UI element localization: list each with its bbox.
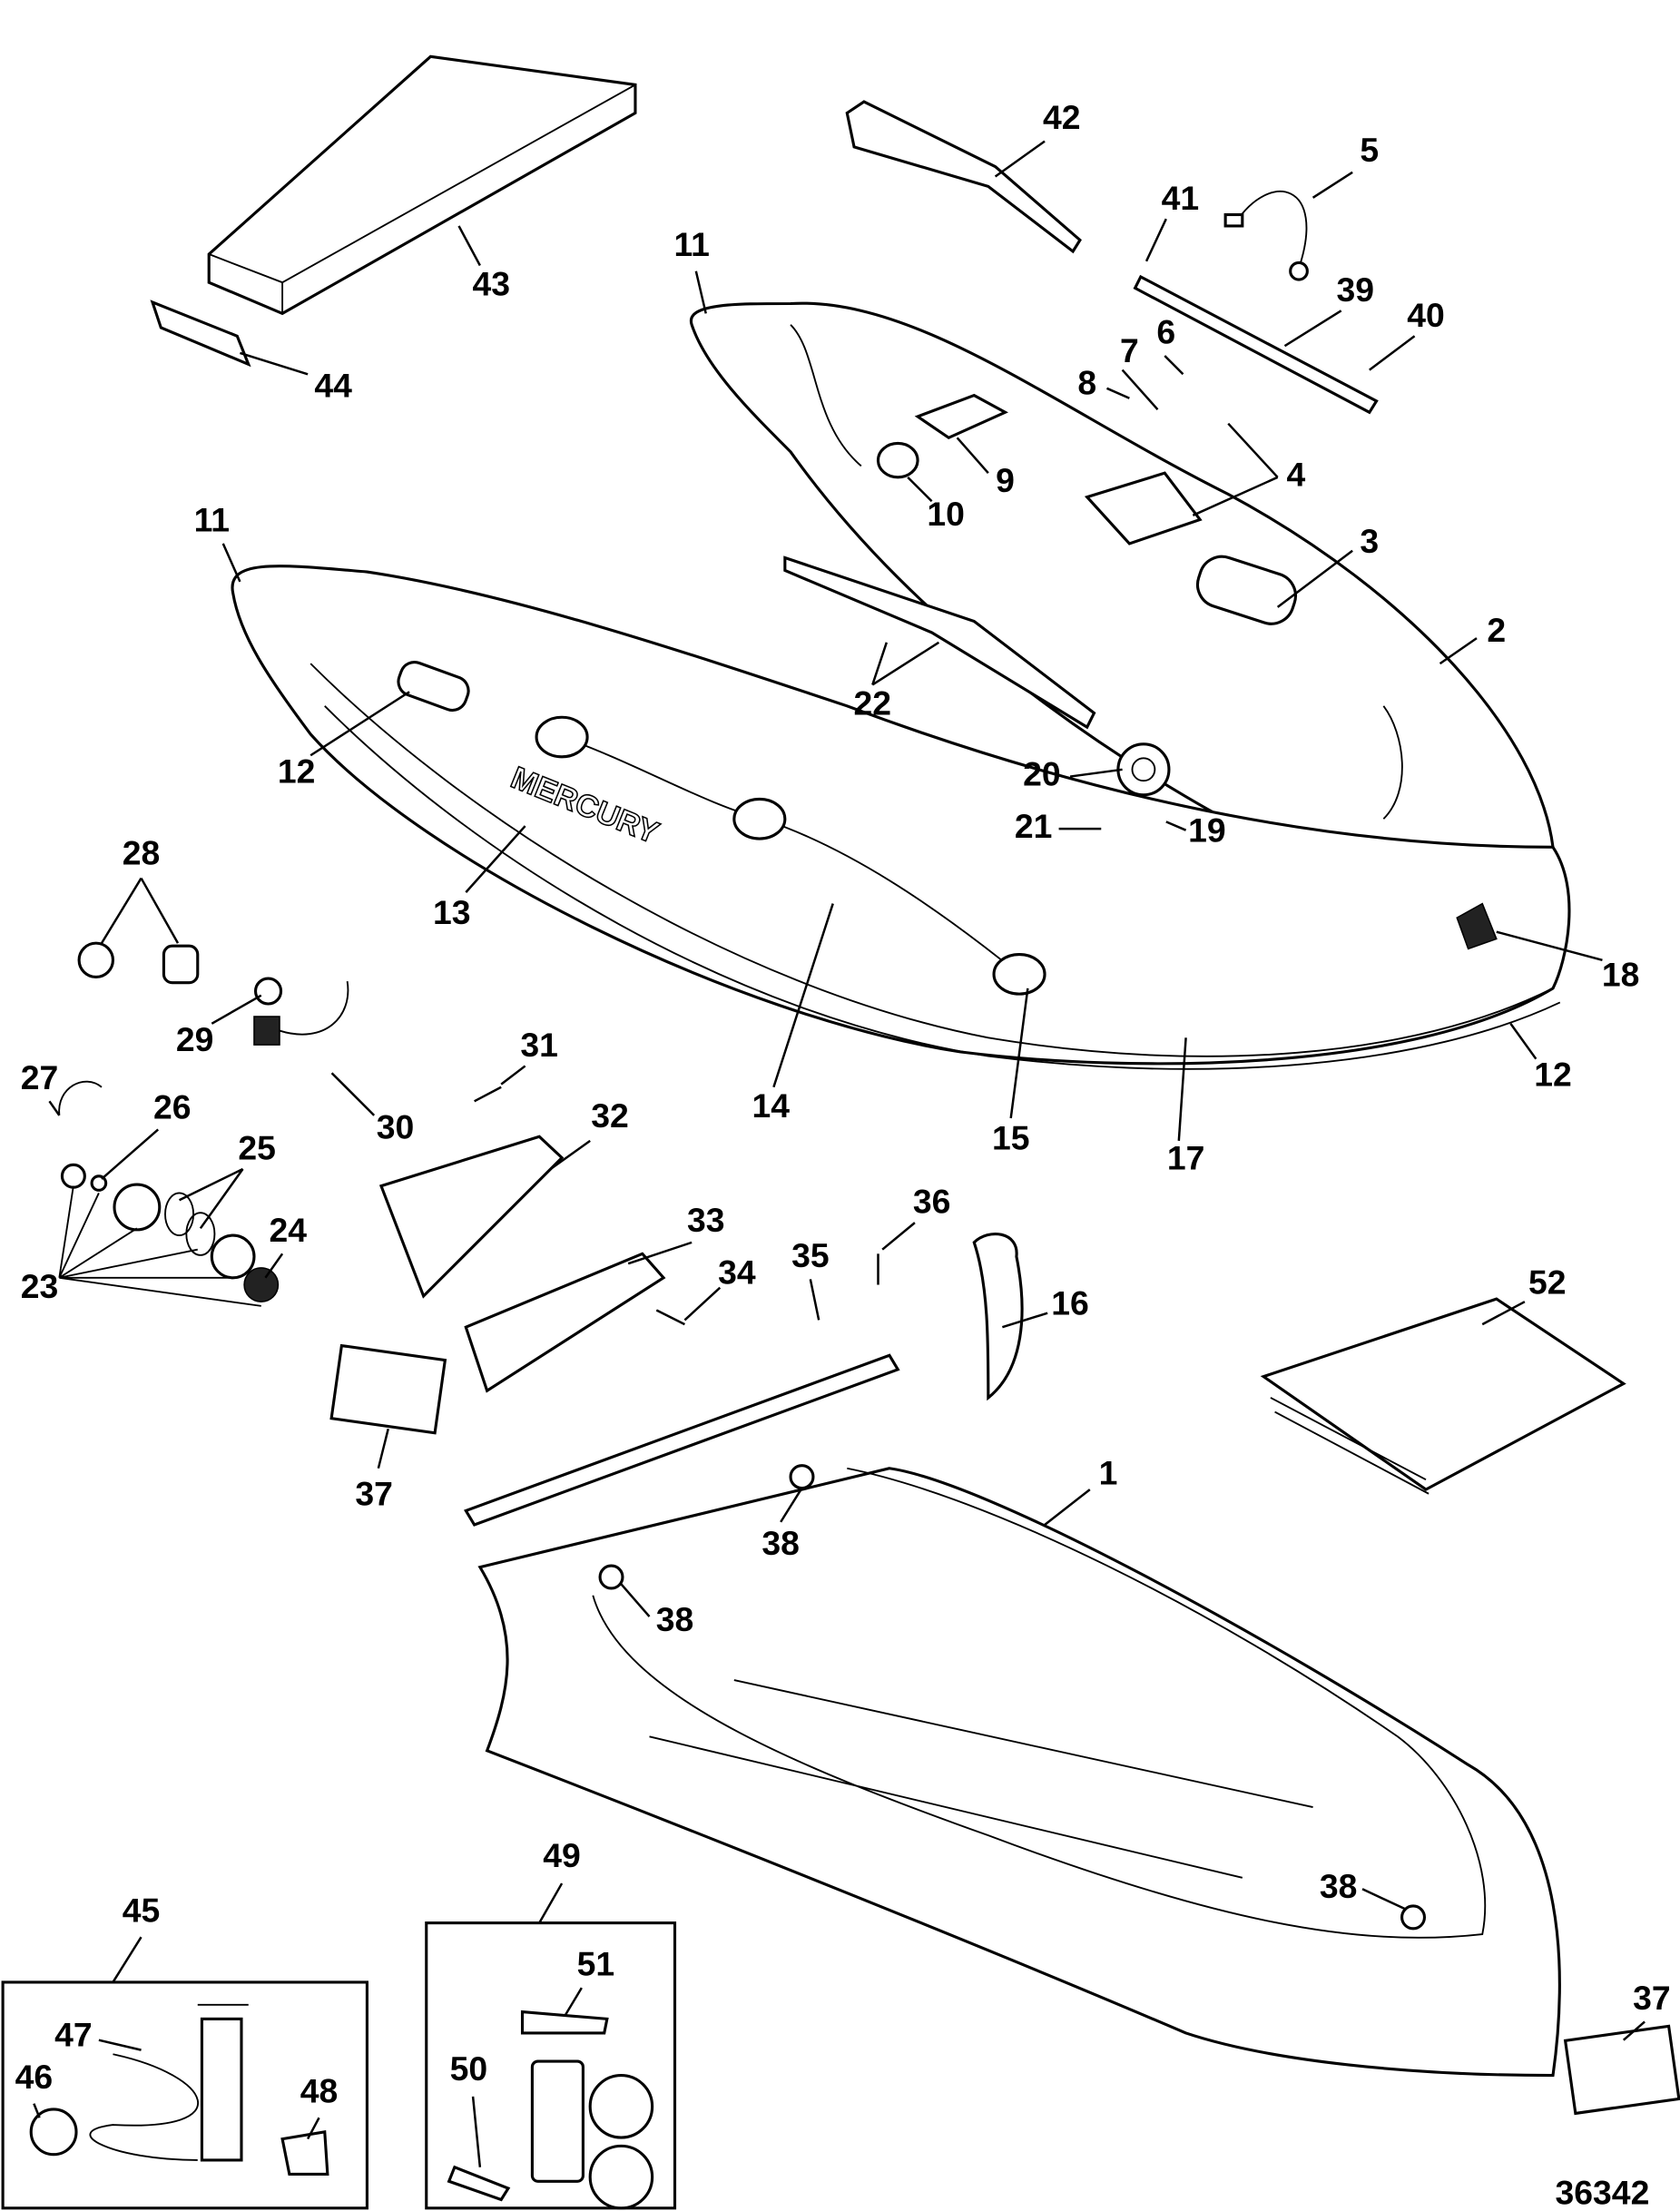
pump-kit-box-45 (1, 1980, 368, 2210)
handle-12 (397, 661, 470, 712)
callout-38: 38 (761, 1524, 800, 1562)
callout-32: 32 (591, 1096, 629, 1135)
repair-kit-box-49 (425, 1921, 677, 2210)
callout-1: 1 (1099, 1453, 1118, 1491)
callout-14: 14 (752, 1086, 791, 1125)
valve-30 (253, 980, 349, 1046)
callout-21: 21 (1015, 807, 1053, 845)
diagram-number: 36342 (1556, 2174, 1650, 2211)
callout-23: 23 (21, 1267, 59, 1305)
callout-12: 12 (278, 752, 316, 790)
oar (845, 100, 1082, 254)
callout-16: 16 (1051, 1284, 1089, 1322)
callout-19: 19 (1188, 811, 1226, 850)
callout-labels: 42 41 5 11 43 44 39 40 6 7 8 9 10 4 3 2 … (15, 98, 1671, 2211)
valve-20 (1116, 742, 1171, 797)
callout-11: 11 (673, 225, 709, 263)
handle-3 (1195, 555, 1297, 625)
lower-tube (231, 565, 1571, 1070)
callout-30: 30 (377, 1107, 415, 1145)
lanyard (1223, 191, 1309, 281)
callout-49: 49 (543, 1836, 581, 1874)
callout-37b: 37 (1633, 1979, 1671, 2017)
oar-shaft (1133, 274, 1379, 415)
callout-27: 27 (21, 1058, 59, 1096)
fittings-28 (77, 941, 200, 985)
transom-32 (378, 1135, 565, 1299)
callout-17: 17 (1167, 1139, 1205, 1177)
callout-33: 33 (687, 1201, 725, 1239)
screw-31 (474, 1086, 502, 1103)
callout-36: 36 (913, 1183, 951, 1221)
callout-45: 45 (123, 1892, 161, 1930)
callout-51: 51 (577, 1945, 615, 1983)
callout-43: 43 (473, 265, 511, 303)
callout-2: 2 (1487, 611, 1506, 649)
callout-41: 41 (1162, 179, 1200, 217)
callout-34: 34 (718, 1253, 756, 1292)
callout-3: 3 (1360, 522, 1379, 560)
seat-bench (207, 54, 637, 316)
callout-44: 44 (314, 367, 352, 405)
callout-12b: 12 (1534, 1056, 1572, 1094)
callout-6: 6 (1156, 313, 1175, 351)
oarlock-4 (1084, 471, 1203, 545)
callout-9: 9 (996, 461, 1015, 499)
bracket-37-right (1563, 2024, 1680, 2116)
valve-10 (876, 441, 919, 479)
callout-4: 4 (1287, 456, 1306, 494)
leader-lines (33, 140, 1646, 2167)
callout-46: 46 (15, 2058, 54, 2096)
callout-35: 35 (791, 1236, 830, 1274)
callout-37: 37 (355, 1475, 393, 1513)
oarlock-9 (914, 393, 1008, 440)
patch-16 (972, 1233, 1024, 1401)
callout-52: 52 (1528, 1263, 1567, 1301)
emblem-18 (1456, 902, 1498, 950)
callout-47: 47 (54, 2015, 93, 2053)
callout-38b: 38 (656, 1600, 694, 1638)
callout-8: 8 (1077, 364, 1096, 402)
callout-24: 24 (270, 1211, 308, 1249)
callout-29: 29 (176, 1020, 214, 1058)
callout-31: 31 (520, 1026, 558, 1064)
callout-26: 26 (153, 1088, 192, 1126)
callout-28: 28 (123, 834, 161, 872)
callout-15: 15 (992, 1119, 1030, 1157)
callout-39: 39 (1336, 270, 1374, 309)
callout-22: 22 (854, 684, 892, 722)
callout-11b: 11 (194, 500, 230, 538)
callout-7: 7 (1120, 331, 1139, 369)
hull-floor (477, 1467, 1561, 2078)
fasteners-38 (598, 1464, 1427, 1931)
callout-5: 5 (1360, 131, 1379, 169)
callout-13: 13 (433, 893, 471, 931)
fitting-29 (253, 977, 283, 1006)
screw-34 (655, 1309, 685, 1326)
callout-40: 40 (1407, 296, 1445, 334)
callout-38c: 38 (1320, 1867, 1358, 1905)
callout-18: 18 (1602, 955, 1640, 993)
cover-52 (1260, 1297, 1626, 1495)
callout-25: 25 (238, 1129, 276, 1167)
callout-20: 20 (1023, 754, 1061, 792)
floor-stringers-22 (783, 555, 1096, 730)
callout-10: 10 (927, 495, 965, 533)
valve-assembly-23 (58, 1080, 280, 1307)
seat-bracket (150, 300, 251, 368)
bracket-37-left (329, 1343, 447, 1435)
callout-42: 42 (1043, 98, 1081, 136)
callout-50: 50 (450, 2049, 488, 2088)
seat-pad-33 (464, 1252, 666, 1393)
rope-14 (535, 715, 1046, 996)
rail-35 (464, 1353, 900, 1527)
callout-48: 48 (300, 2072, 339, 2110)
